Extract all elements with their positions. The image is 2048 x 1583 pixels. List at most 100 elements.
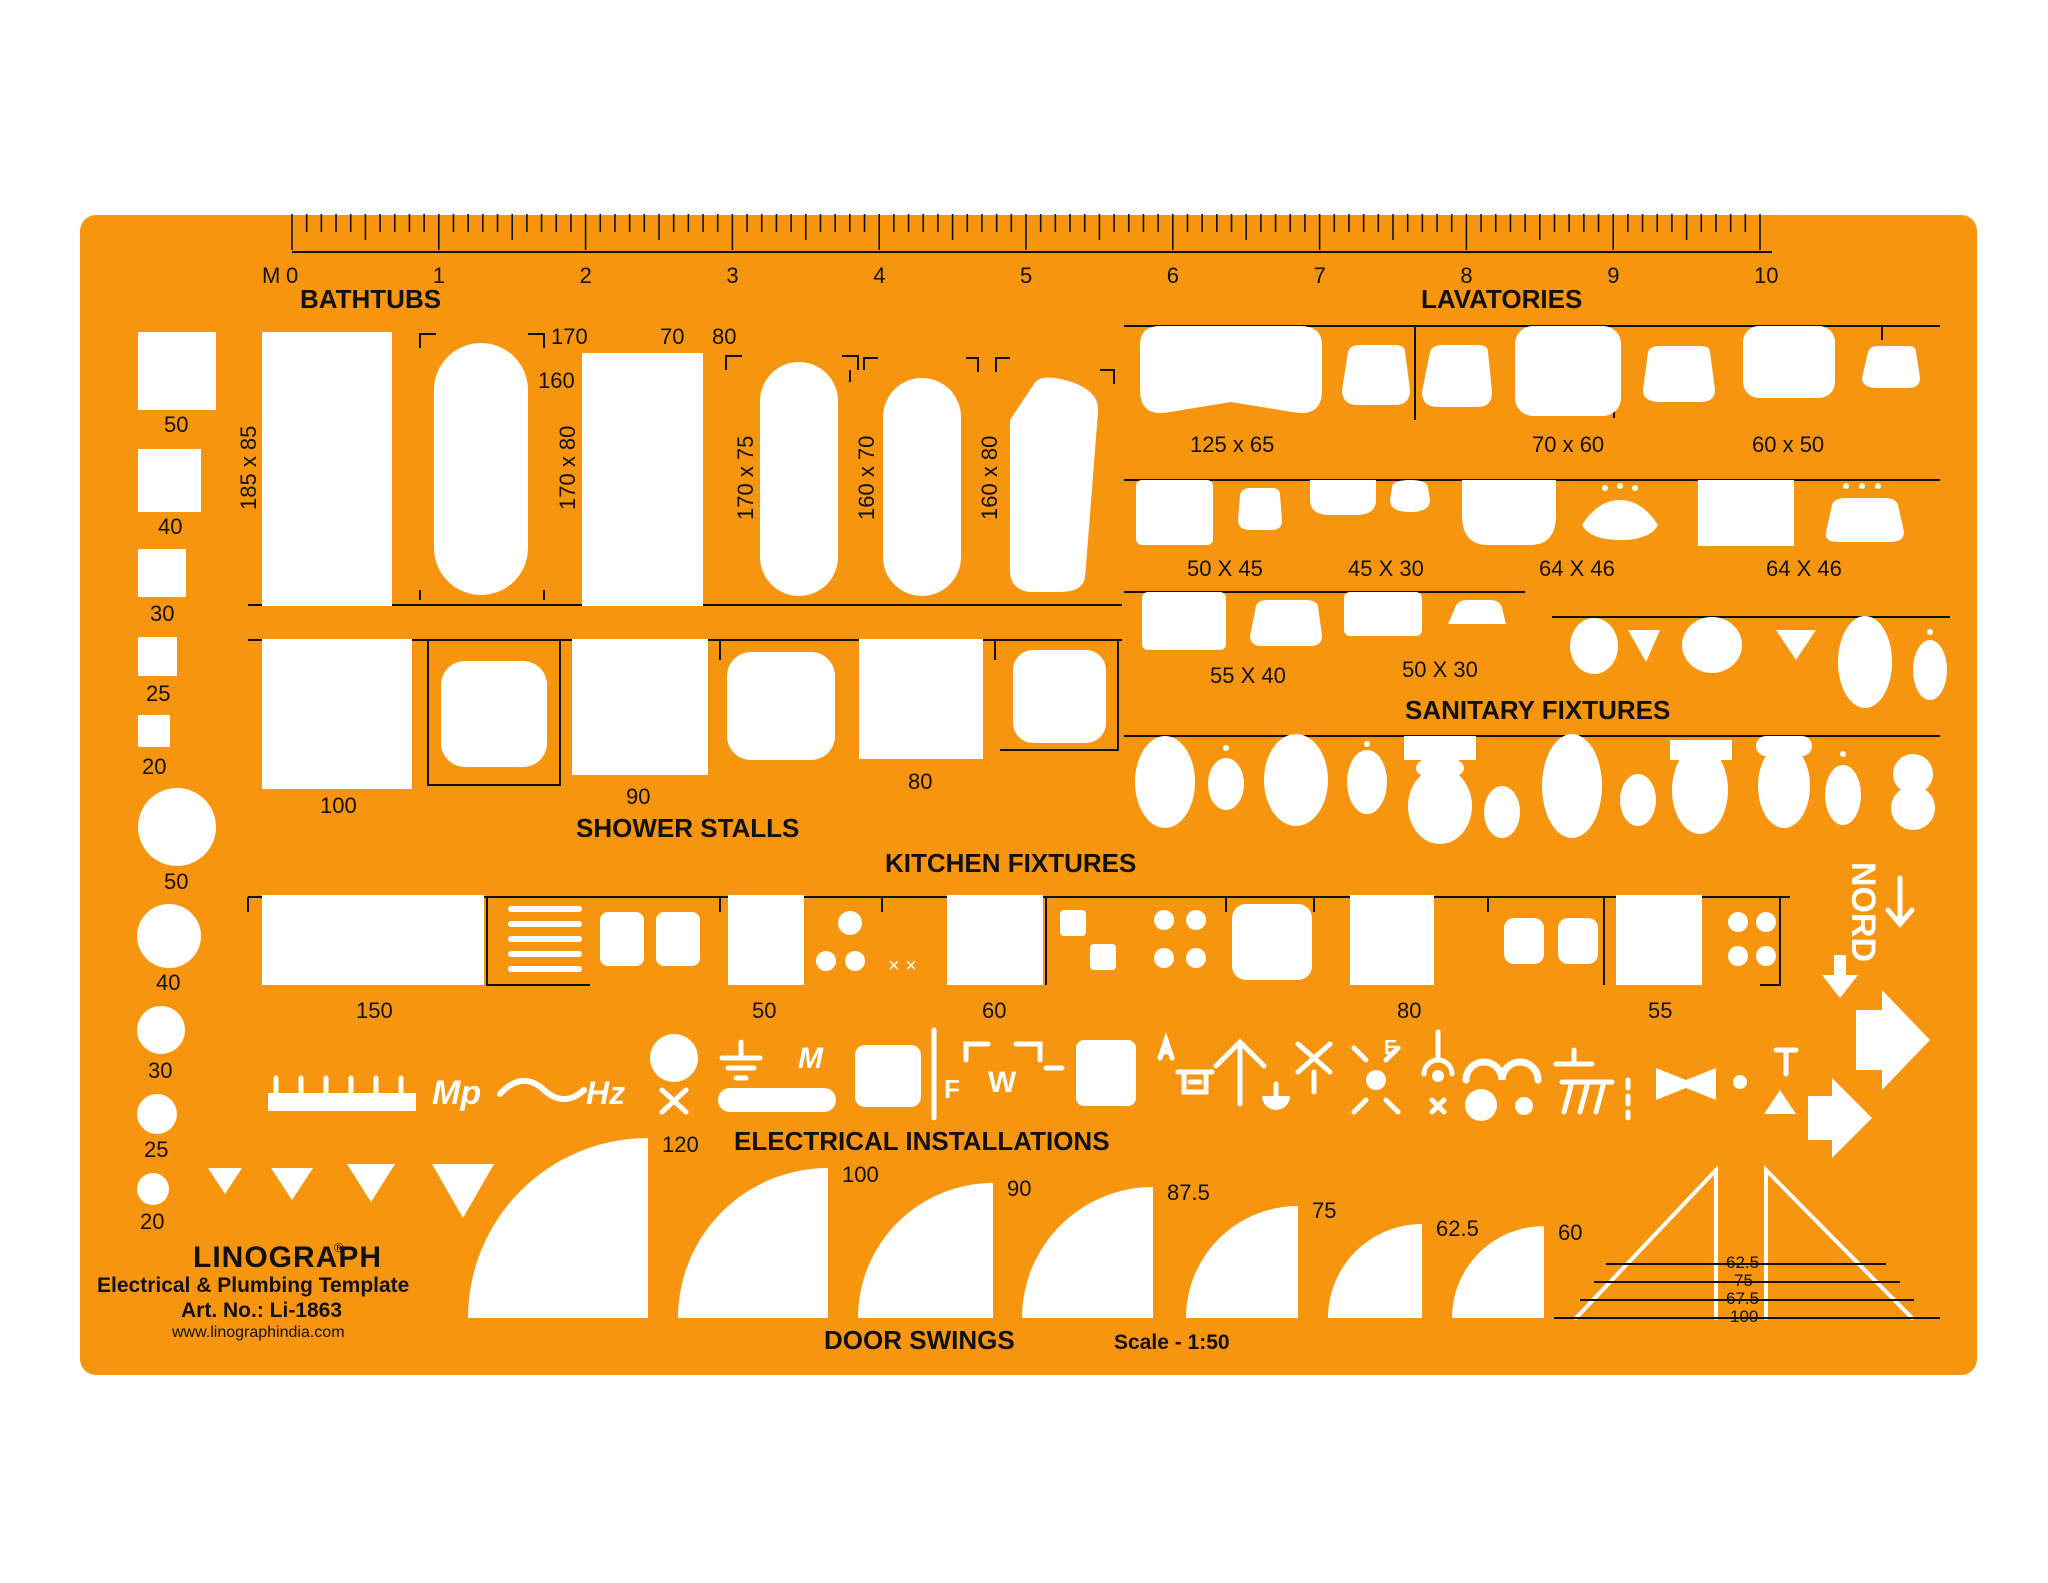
north-arrow: NORD: [1822, 862, 1915, 998]
lavatory-cutout: [1422, 345, 1492, 407]
sanitary-fixture-cutouts: [1135, 616, 1947, 844]
shower-stall-cutout: [262, 639, 412, 789]
ruler-number: 6: [1167, 263, 1179, 288]
kitchen-size-label: 55: [1648, 998, 1672, 1023]
lavatory-cutout: [1448, 600, 1506, 624]
kitchen-cutout: [1232, 904, 1312, 980]
toilet-cutout: [1825, 765, 1861, 825]
kitchen-cutout: [728, 895, 804, 985]
toilet-cutout: [1570, 618, 1618, 674]
kitchen-cutout: [947, 895, 1043, 985]
burner-grid-cutout: [508, 906, 582, 972]
kitchen-cutout: [656, 912, 700, 966]
bathtub-dim: 160 x 80: [977, 436, 1002, 520]
lavatory-cutout: [1462, 480, 1556, 545]
ruler-number: 3: [726, 263, 738, 288]
ruler-number: 7: [1314, 263, 1326, 288]
square-cutout: [138, 549, 186, 597]
angle-guide-label: 67.5: [1726, 1289, 1759, 1308]
shower-stall-cutout: [727, 652, 835, 760]
square-cutout: [138, 332, 216, 410]
ruler-number: 2: [580, 263, 592, 288]
bathtub-cutout: [1010, 377, 1099, 592]
door-swing-cutout: [678, 1168, 828, 1318]
ruler-ticks: [291, 214, 1772, 253]
circle-size-label: 30: [148, 1058, 172, 1083]
square-cutout: [138, 715, 170, 747]
door-size-label: 100: [842, 1162, 879, 1187]
angle-guide-label: 100: [1730, 1307, 1758, 1326]
door-size-label: 90: [1007, 1176, 1031, 1201]
sink-cutout: [262, 895, 484, 985]
bathtub-cutout: [582, 353, 703, 606]
lavatory-cutout: [1698, 480, 1794, 546]
triangle-cutouts: [208, 1164, 494, 1218]
lavatory-cutout: [1582, 500, 1658, 540]
toilet-cutout: [1484, 786, 1520, 838]
toilet-cutout: [1347, 750, 1387, 814]
electrical-installations-title: ELECTRICAL INSTALLATIONS: [734, 1126, 1110, 1156]
bathtub-cutouts: 185 x 85 170 x 80 170 x 75 160 x 70 160 …: [236, 324, 1122, 606]
scale-label: Scale - 1:50: [1114, 1331, 1230, 1354]
lavatory-dim: 45 X 30: [1348, 556, 1424, 581]
lavatory-dim: 50 X 30: [1402, 657, 1478, 682]
lavatory-cutout: [1250, 600, 1322, 646]
kitchen-size-label: 150: [356, 998, 393, 1023]
door-swing-cutout: [1328, 1224, 1422, 1318]
shower-stall-cutouts: 100 90 80: [248, 639, 1122, 818]
toilet-cutout: [1620, 774, 1656, 826]
brand-block: LINOGRAPH ® Electrical & Plumbing Templa…: [97, 1240, 409, 1341]
lavatory-cutout: [1344, 592, 1422, 636]
ruler-number: 5: [1020, 263, 1032, 288]
ruler-unit-label: M: [262, 263, 280, 288]
ac-symbol: [497, 1078, 587, 1102]
door-swing-cutout: [1452, 1226, 1544, 1318]
toilet-cutout: [1672, 746, 1728, 834]
article-number: Art. No.: Li-1863: [181, 1299, 342, 1322]
lamp-symbol: [650, 1034, 698, 1082]
lavatory-cutout: [1862, 346, 1920, 388]
website: www.linographindia.com: [171, 1324, 345, 1341]
frequency-symbol: Hz: [586, 1075, 625, 1111]
lavatory-cutout: [1743, 326, 1835, 398]
fluorescent-lamp-symbol: [718, 1088, 836, 1112]
toilet-cutout: [1628, 630, 1660, 662]
lavatory-cutout: [1310, 480, 1376, 515]
motor-symbol: M: [798, 1042, 824, 1075]
kitchen-fixtures-title: KITCHEN FIXTURES: [885, 848, 1136, 878]
w-symbol: W: [988, 1066, 1017, 1099]
shower-size-label: 90: [626, 784, 650, 809]
angle-guide-label: 75: [1734, 1271, 1753, 1290]
arrow-cutout: [1856, 990, 1930, 1090]
door-swing-cutout: [1022, 1187, 1153, 1318]
shower-size-label: 100: [320, 793, 357, 818]
f-symbol: F: [944, 1074, 960, 1104]
circle-size-label: 25: [144, 1137, 168, 1162]
square-size-label: 50: [164, 412, 188, 437]
bathtub-dim: 185 x 85: [236, 426, 261, 510]
bathtub-mark: 80: [712, 324, 736, 349]
square-cutout: [138, 449, 201, 512]
toilet-cutout: [1208, 758, 1244, 810]
circle-cutout: [138, 788, 216, 866]
sanitary-fixtures-title: SANITARY FIXTURES: [1405, 695, 1670, 725]
toilet-cutout: [1913, 640, 1947, 700]
lavatory-cutout: [1515, 326, 1621, 416]
circle-cutout: [137, 904, 201, 968]
ruler-number: 4: [873, 263, 885, 288]
registered-mark: ®: [334, 1240, 344, 1255]
lavatory-dim: 64 X 46: [1539, 556, 1615, 581]
socket-symbol: [855, 1045, 921, 1107]
lavatory-cutout: [1142, 592, 1226, 650]
circle-size-label: 40: [156, 970, 180, 995]
bathtub-dim: 170 x 80: [555, 426, 580, 510]
door-swing-cutout: [858, 1183, 993, 1318]
shower-stall-cutout: [572, 639, 708, 775]
door-swings-title: DOOR SWINGS: [824, 1325, 1015, 1355]
square-cutout: [138, 637, 177, 676]
electrical-symbols: Mp Hz M F W E: [268, 1027, 1799, 1121]
bathtub-mark: 160: [538, 368, 575, 393]
